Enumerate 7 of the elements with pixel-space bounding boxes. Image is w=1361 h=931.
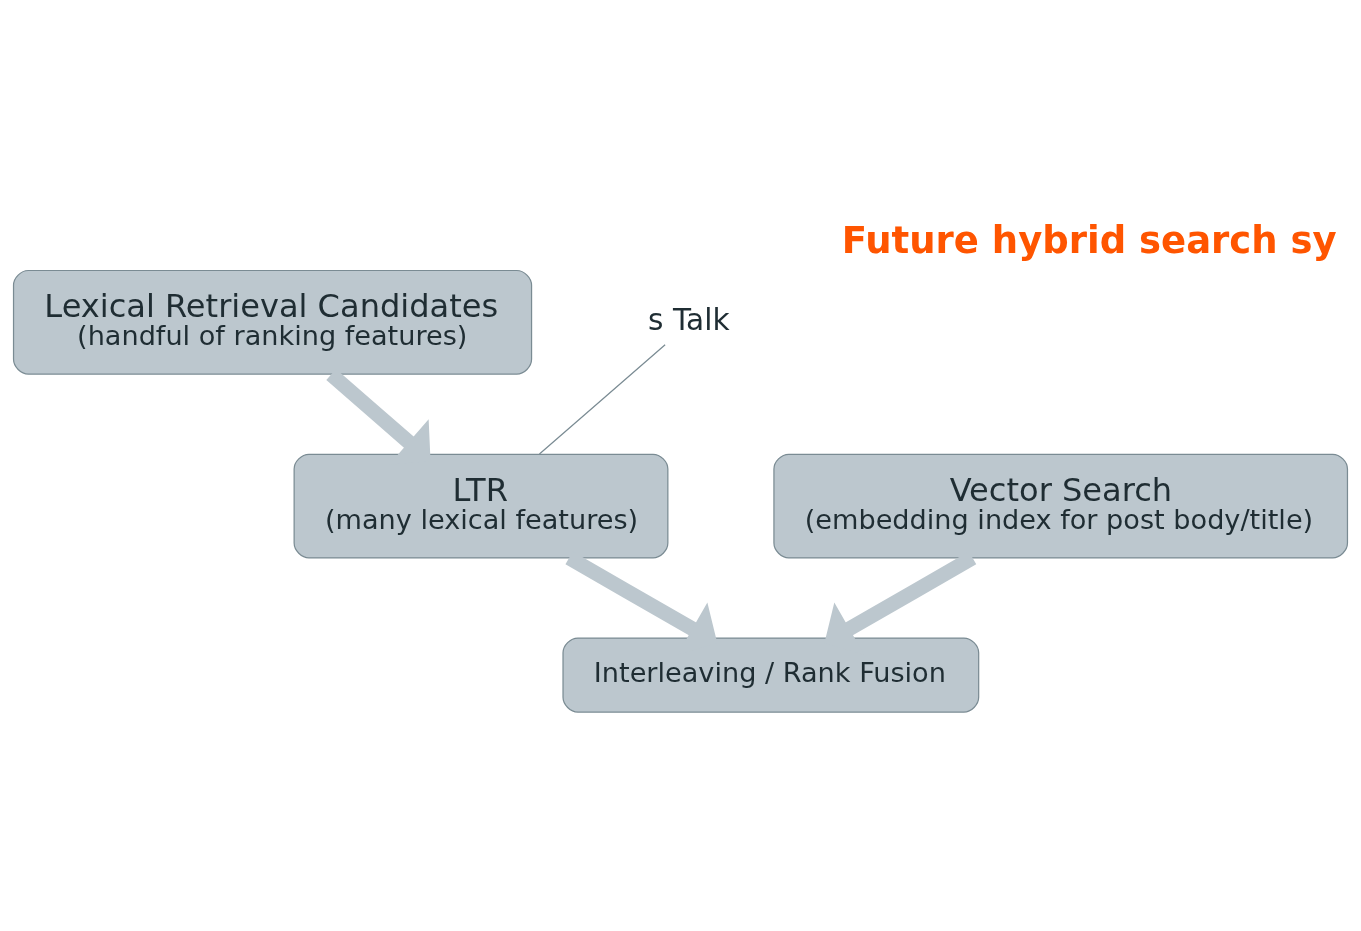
node-box: Lexical Retrieval Candidates (handful of ranking features) xyxy=(12,269,533,375)
node-box: Interleaving / Rank Fusion xyxy=(562,636,980,713)
node-box: Vector Search (embedding index for post body/title) xyxy=(773,453,1349,558)
node-text: s Talk xyxy=(648,302,730,337)
connector xyxy=(538,343,666,455)
diagram-title: Future hybrid search sy xyxy=(841,218,1337,262)
node-box: LTR (many lexical features) xyxy=(293,453,669,558)
